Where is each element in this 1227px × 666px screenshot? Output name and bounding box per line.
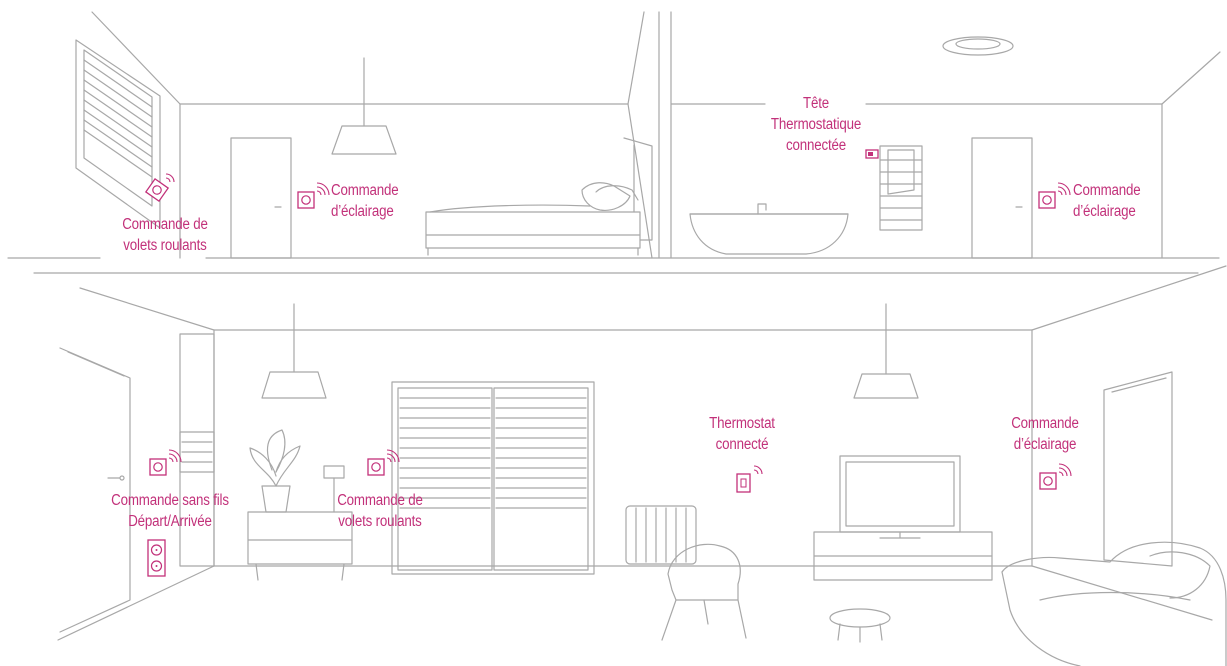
wall-switch-icon xyxy=(149,449,182,476)
bedroom-door xyxy=(230,137,292,259)
radiator xyxy=(625,505,697,565)
living-window-shutters xyxy=(391,381,595,575)
living-pendant-lamp-left xyxy=(261,303,327,399)
wireless-signal-icon xyxy=(165,173,175,183)
label-line: Commande de xyxy=(337,492,423,509)
wall-switch-icon xyxy=(367,449,400,476)
living-pendant-lamp-right xyxy=(853,303,919,399)
table-lamp xyxy=(323,465,345,513)
upstairs-window-shutter xyxy=(75,39,161,229)
label-line: volets roulants xyxy=(123,237,207,254)
label-line: connectée xyxy=(786,137,846,154)
towel-radiator xyxy=(879,145,923,231)
wall-switch-icon xyxy=(297,182,330,209)
sofa xyxy=(1001,541,1227,666)
label-line: Thermostat xyxy=(709,415,775,432)
television xyxy=(839,455,961,539)
label-line: Commande de xyxy=(122,216,208,233)
bathroom-ceiling-light xyxy=(942,36,1014,56)
coffee-table xyxy=(829,608,891,643)
wall-switch-icon xyxy=(144,177,170,203)
tv-cabinet xyxy=(813,531,993,581)
wall-switch-icon xyxy=(1039,463,1072,490)
label-upstairs-shutter-control: Commande de volets roulants xyxy=(102,214,228,256)
label-wireless-control: Commande sans fils Départ/Arrivée xyxy=(94,490,245,532)
label-bedroom-light-control: Commande d’éclairage xyxy=(331,180,426,222)
thermostatic-head-icon xyxy=(865,149,879,159)
label-line: d’éclairage xyxy=(331,203,394,220)
label-ground-light-control: Commande d’éclairage xyxy=(998,413,1093,455)
upper-floor xyxy=(7,11,1221,259)
label-connected-thermostat: Thermostat connecté xyxy=(699,413,785,455)
label-line: connecté xyxy=(715,436,769,453)
device-icons xyxy=(144,149,1072,577)
wall-socket-icon xyxy=(147,539,166,577)
right-door xyxy=(1103,371,1173,567)
bed xyxy=(425,137,653,256)
label-line: Commande xyxy=(1011,415,1079,432)
thermostat-icon xyxy=(736,465,763,493)
sideboard xyxy=(247,511,353,581)
label-line: Commande sans fils xyxy=(111,492,229,509)
label-ground-shutter-control: Commande de volets roulants xyxy=(325,490,435,532)
electrical-panel xyxy=(179,333,215,567)
entrance-door xyxy=(59,347,131,633)
bathtub xyxy=(689,203,849,255)
label-line: d’éclairage xyxy=(1013,436,1077,453)
label-line: Tête xyxy=(803,95,829,112)
bedroom-pendant-lamp xyxy=(331,57,397,155)
label-line: volets roulants xyxy=(338,513,422,530)
label-line: Thermostatique xyxy=(770,116,862,133)
bathroom-door xyxy=(971,137,1033,259)
plant xyxy=(249,429,301,513)
label-line: Départ/Arrivée xyxy=(128,513,212,530)
label-thermostatic-head: Tête Thermostatique connectée xyxy=(764,93,867,156)
wall-switch-icon xyxy=(1038,182,1071,209)
label-bathroom-light-control: Commande d’éclairage xyxy=(1073,180,1168,222)
label-line: d’éclairage xyxy=(1073,203,1136,220)
armchair xyxy=(661,543,747,641)
label-line: Commande xyxy=(331,182,399,199)
ground-floor xyxy=(57,265,1227,666)
label-line: Commande xyxy=(1073,182,1141,199)
